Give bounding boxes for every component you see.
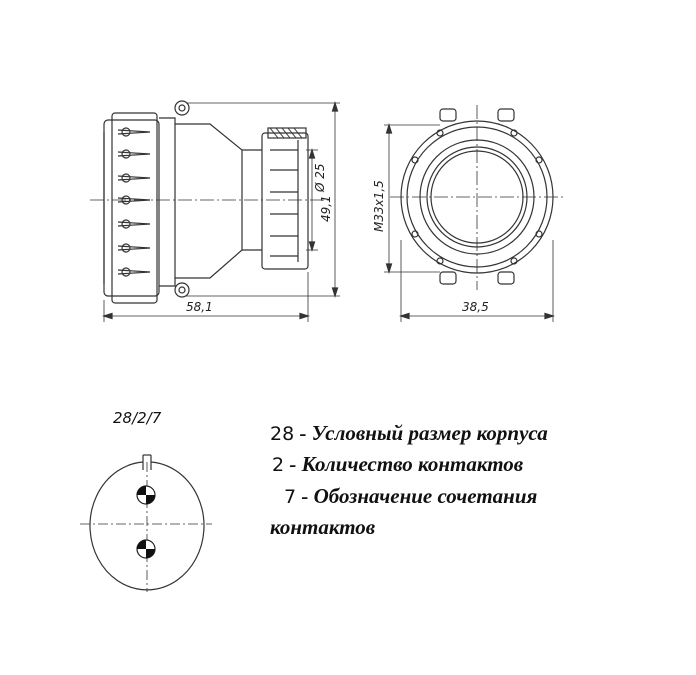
legend-line-1: 28 - Условный размер корпуса (270, 421, 548, 446)
front-view (384, 105, 565, 322)
legend-line-4: контактов (270, 515, 375, 540)
legend-line-3: 7 - Обозначение сочетания (284, 484, 537, 509)
connector-code: 28/2/7 (113, 409, 162, 427)
side-view (90, 100, 340, 322)
contact-pin-2 (136, 539, 156, 559)
contact-layout (80, 454, 212, 592)
legend-text: контактов (270, 515, 376, 539)
legend-line-2: 2 - Количество контактов (272, 452, 523, 477)
nut-ribs (117, 127, 151, 277)
dim-length: 58,1 (186, 300, 213, 314)
legend-num: 28 (270, 423, 295, 445)
legend-text: - Обозначение сочетания (296, 484, 538, 508)
legend-text: - Условный размер корпуса (294, 421, 548, 445)
dim-thread: M33x1,5 (372, 180, 386, 232)
legend-num: 7 (284, 486, 297, 508)
dim-diameter: Ø 25 (313, 163, 327, 193)
dim-height: 49,1 (319, 195, 333, 222)
legend-num: 2 (272, 454, 285, 476)
dim-width: 38,5 (462, 300, 489, 314)
legend-text: - Количество контактов (284, 452, 524, 476)
contact-pin-1 (136, 485, 156, 505)
